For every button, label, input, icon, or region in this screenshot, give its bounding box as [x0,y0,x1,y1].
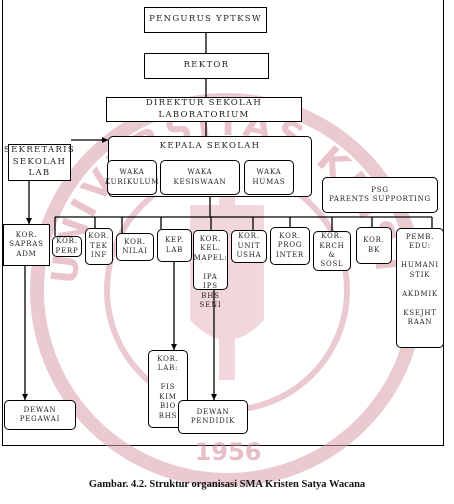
node-kor-sapras-adm: KOR. SAPRAS ADM [3,224,50,266]
figure-caption: Gambar. 4.2. Struktur organisasi SMA Kri… [88,479,366,490]
chart-frame [2,0,444,446]
node-kor-nilai: KOR. NILAI [116,233,154,261]
node-dewan-pendidik: DEWAN PENDIDIK [178,400,248,434]
node-kor-unit-usha: KOR. UNIT USHA [231,230,267,263]
node-pemb-edu: PEMB. EDU: HUMANI STIK AKDMIK KSEJHT RAA… [396,228,444,348]
node-kor-tek-inf: KOR. TEK INF [85,228,113,265]
node-kor-kel-mapel: KOR. KEL. MAPEL: IPA IPS BHS SENI [193,230,228,309]
node-dewan-pegawai: DEWAN PEGAWAI [4,400,76,430]
node-kor-perp: KOR. PERP [52,236,82,257]
node-direktur-sekolah-laboratorium: DIREKTUR SEKOLAH LABORATORIUM [106,97,302,122]
node-kor-prog-inter: KOR. PROG INTER [270,227,310,265]
node-sekretaris-sekolah-lab: SEKRETARIS SEKOLAH LAB [4,144,74,181]
node-waka-kurikulum: WAKA KURIKULUM [105,160,158,195]
watermark-year: 1956 [195,438,262,466]
node-waka-humas: WAKA HUMAS [244,160,294,195]
node-kep-lab: KEP. LAB [157,229,192,262]
node-rektor: REKTOR [144,53,269,79]
node-waka-kesiswaan: WAKA KESISWAAN [160,160,240,195]
node-psg-parents-supporting: PSG PARENTS SUPPORTING [322,177,438,213]
node-kor-bk: KOR. BK [356,227,392,264]
node-pengurus-yptksw: PENGURUS YPTKSW [144,7,267,33]
node-kor-krch-sosl: KOR. KRCH & SOSL [313,231,351,271]
